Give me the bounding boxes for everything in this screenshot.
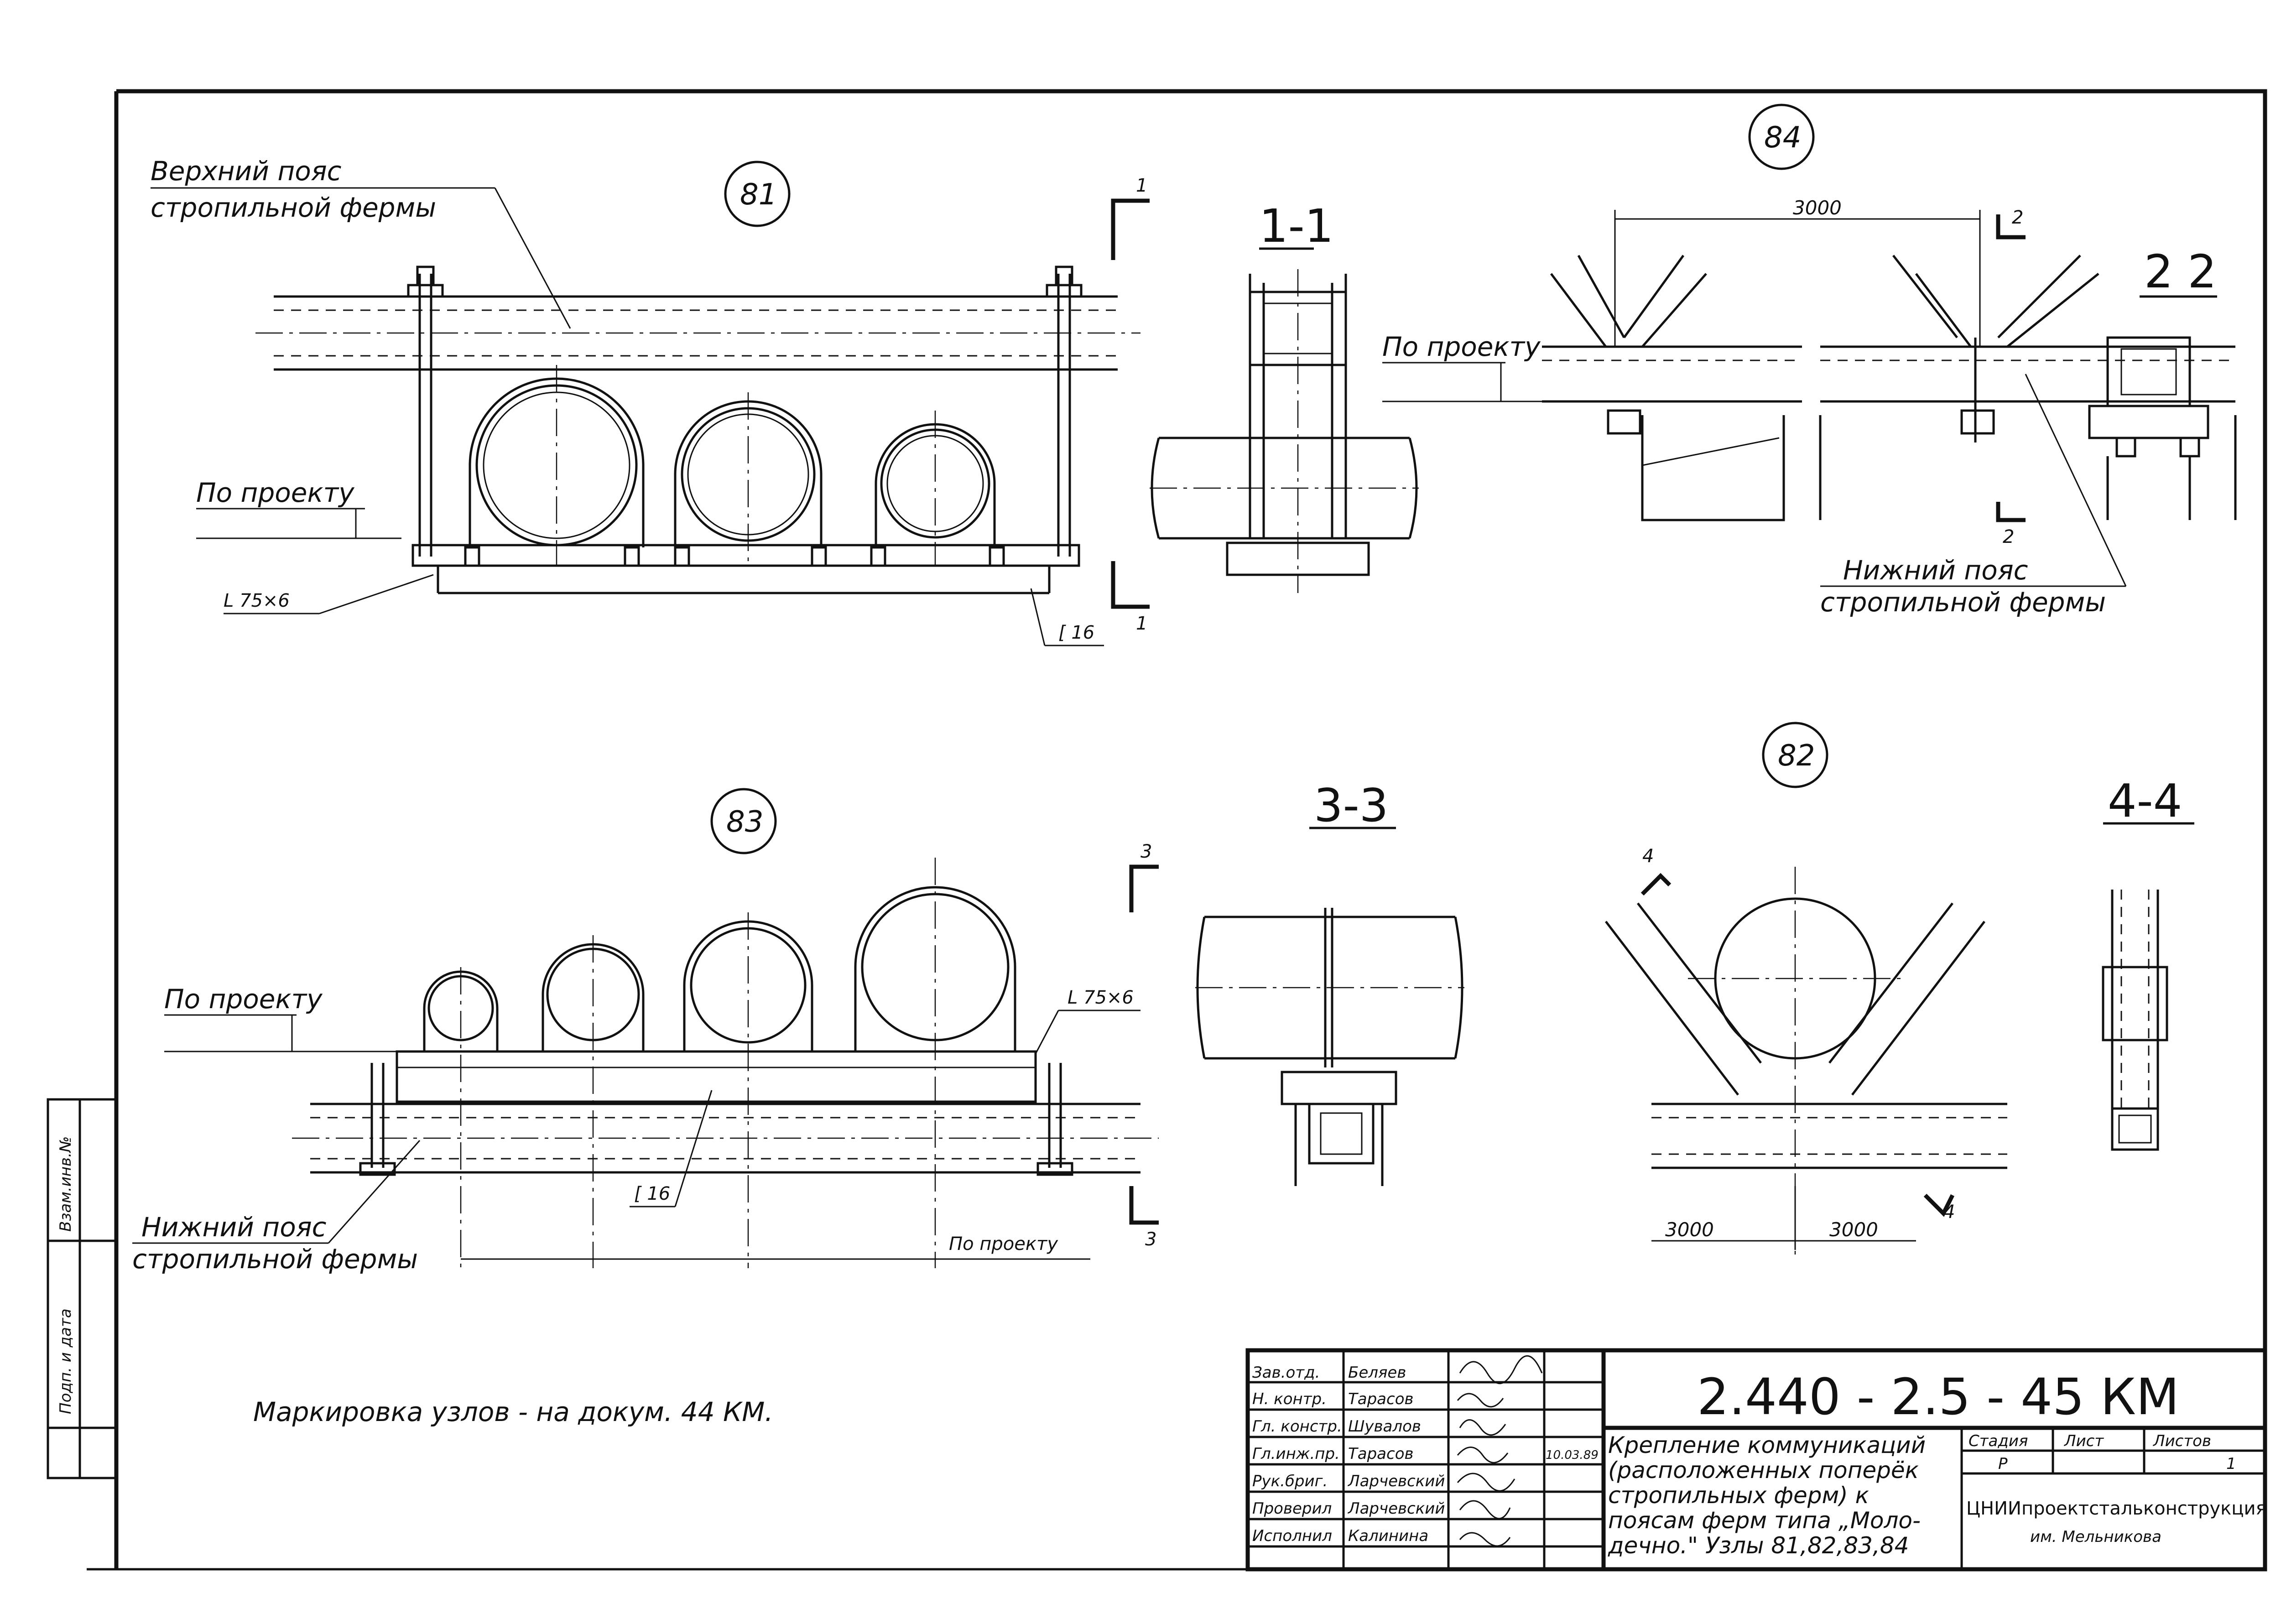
title-line-3: стропильных ферм) к [1608,1482,1869,1509]
node-82-mark: 82 [1778,739,1815,773]
section-title-1-1: 1-1 [1259,199,1333,253]
marking-note: Маркировка узлов - на докум. 44 КМ. [253,1396,773,1427]
section-1-1-view: 1-1 1 1 [1111,175,1419,634]
per-project-label-81: По проекту [196,477,354,508]
title-line-5: дечно." Узлы 81,82,83,84 [1608,1532,1909,1559]
staff-role-6: Проверил [1252,1499,1332,1518]
section-mark-4-bottom: 4 [1943,1202,1955,1223]
staff-name-6: Ларчевский [1347,1499,1445,1518]
angle-label-81: L 75×6 [224,590,290,611]
section-mark-2-top: 2 [2012,207,2023,228]
staff-name-7: Калинина [1348,1527,1428,1545]
bottom-chord-label-83-1: Нижний пояс [141,1212,327,1243]
organization-name: ЦНИИпроектстальконструкция [1966,1498,2267,1519]
dim-3000-84: 3000 [1793,197,1842,219]
dim-3000-82-left: 3000 [1665,1218,1714,1241]
section-mark-3-bottom: 3 [1145,1229,1156,1250]
section-mark-2-bottom: 2 [2003,526,2014,547]
section-mark-4-top: 4 [1642,846,1654,867]
staff-role-4: Гл.инж.пр. [1252,1445,1340,1463]
staff-role-2: Н. контр. [1252,1390,1327,1408]
bottom-chord-label-83-2: стропильной фермы [132,1244,418,1275]
section-2-2-view: 2 2 [2088,245,2217,520]
section-mark-1-top: 1 [1136,175,1147,196]
section-title-2-2: 2 2 [2144,245,2217,298]
staff-role-7: Исполнил [1252,1527,1332,1545]
bottom-chord-label-84-2: стропильной фермы [1820,587,2106,618]
staff-name-4: Тарасов [1348,1445,1414,1463]
sheets-value: 1 [2226,1455,2236,1473]
side-stamp: Взам.инв.№ Подп. и дата [47,1098,118,1479]
bottom-chord-label-84-1: Нижний пояс [1843,555,2028,586]
top-chord-label-1: Верхний пояс [151,156,342,187]
per-project-label-83-dim: По проекту [949,1234,1058,1254]
sheet-header: Лист [2063,1432,2104,1450]
dim-3000-82-right: 3000 [1829,1218,1878,1241]
staff-name-1: Беляев [1348,1364,1406,1382]
node-84-view: 84 3000 2 2 По проекту [1382,104,2237,618]
node-84-mark: 84 [1764,121,1801,155]
staff-role-1: Зав.отд. [1252,1364,1320,1382]
sheets-header: Листов [2152,1432,2211,1450]
side-stamp-sign: Подп. и дата [57,1308,75,1414]
signatures [1457,1355,1543,1547]
channel-label-81: [ 16 [1058,622,1094,643]
staff-name-3: Шувалов [1348,1417,1421,1436]
section-title-4-4: 4-4 [2108,774,2182,828]
section-mark-1-bottom: 1 [1136,613,1147,634]
top-chord-label-2: стропильной фермы [151,192,436,223]
stage-value: Р [1998,1455,2008,1473]
approval-date: 10.03.89 [1546,1448,1599,1462]
angle-label-83: L 75×6 [1068,987,1134,1008]
section-title-3-3: 3-3 [1314,779,1388,832]
staff-name-5: Ларчевский [1347,1472,1445,1490]
stage-header: Стадия [1969,1432,2028,1450]
organization-sub: им. Мельникова [2030,1528,2161,1546]
staff-name-2: Тарасов [1348,1390,1414,1408]
node-81-view: 81 Верхний пояс стропильной фермы [151,156,1140,646]
node-82-view: 82 4 4 3000 3000 [1605,722,2007,1259]
section-3-3-view: 3-3 [1195,779,1464,1186]
title-line-1: Крепление коммуникаций [1608,1432,1926,1458]
section-4-4-view: 4-4 [2102,774,2194,1151]
title-line-2: (расположенных поперёк [1608,1457,1919,1483]
title-block: 2.440 - 2.5 - 45 КМ Крепление коммуникац… [1245,1348,2267,1572]
drawing-code: 2.440 - 2.5 - 45 КМ [1697,1368,2179,1426]
side-stamp-inv: Взам.инв.№ [57,1136,75,1232]
channel-label-83: [ 16 [634,1183,670,1204]
node-83-mark: 83 [726,805,763,839]
title-line-4: поясам ферм типа „Моло- [1608,1507,1921,1534]
section-mark-3-top: 3 [1140,841,1152,862]
staff-role-3: Гл. констр. [1252,1417,1342,1436]
staff-role-5: Рук.бриг. [1252,1472,1328,1490]
per-project-label-83: По проекту [164,984,323,1015]
per-project-label-84: По проекту [1382,331,1541,362]
node-81-mark: 81 [740,178,777,212]
node-83-view: 83 3 3 По проекту [132,788,1159,1275]
